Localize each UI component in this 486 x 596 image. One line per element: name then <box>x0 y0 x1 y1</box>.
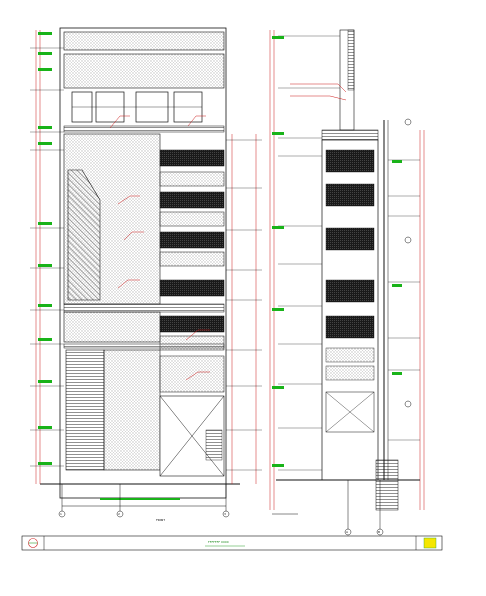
annotations-left <box>109 115 210 381</box>
title-bar <box>21 535 443 551</box>
axis-tag-b: B <box>378 530 381 534</box>
glazing-stack <box>159 149 225 351</box>
entrance-frame <box>159 395 225 477</box>
stamp-icon <box>423 537 437 549</box>
annotations-right <box>290 83 347 101</box>
entrance-frame-right <box>325 391 399 511</box>
window-row-top <box>71 91 203 123</box>
front-label: FRONT <box>156 518 166 522</box>
glazing-stack-right <box>325 149 375 381</box>
callout-circles <box>404 118 412 408</box>
dimension-lines-left <box>35 30 257 484</box>
leaders-left <box>30 47 262 471</box>
right-elevation <box>269 29 425 536</box>
leaders-right <box>278 35 420 471</box>
axis-tag-2: 2 <box>118 512 120 516</box>
column-axis-marks <box>58 484 230 518</box>
drawing-title: FFFFFFF 0000 <box>208 540 229 544</box>
axis-tag-a: A <box>346 530 349 534</box>
column-axis-marks-right <box>272 480 384 536</box>
axis-tag-1: 1 <box>60 512 62 516</box>
level-markers-right <box>272 36 402 467</box>
level-markers-left <box>38 32 180 500</box>
dimension-lines-right <box>269 30 425 510</box>
axis-tag-3: 3 <box>224 512 226 516</box>
left-elevation <box>30 27 262 518</box>
